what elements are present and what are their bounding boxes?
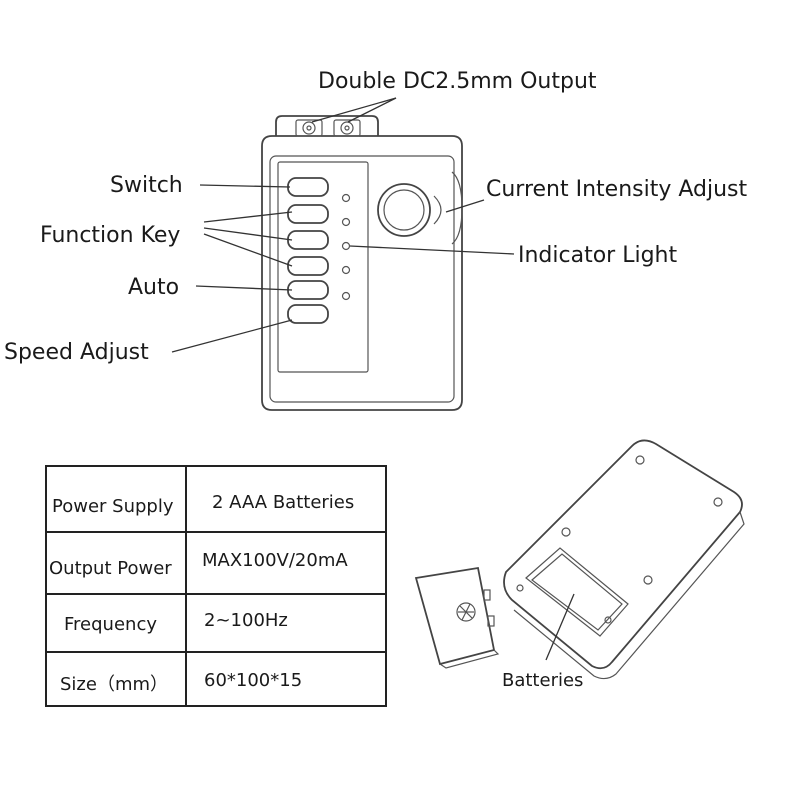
label-double-dc-output: Double DC2.5mm Output	[318, 69, 597, 94]
device-back-view	[503, 439, 745, 680]
switch-button[interactable]	[287, 177, 329, 197]
dc-output-jacks	[295, 119, 361, 137]
spec-label-size: Size（mm）	[60, 674, 168, 695]
auto-button[interactable]	[287, 280, 329, 300]
spec-label-frequency: Frequency	[64, 614, 157, 635]
indicator-lights	[341, 193, 351, 301]
screw-hole-4	[643, 575, 653, 585]
battery-cover-latch-icon	[456, 602, 476, 622]
indicator-light-1	[341, 193, 351, 203]
function-key-button-1[interactable]	[287, 204, 329, 224]
speed-adjust-button[interactable]	[287, 304, 329, 324]
indicator-light-3	[341, 241, 351, 251]
screw-hole-1	[635, 455, 645, 465]
label-batteries: Batteries	[502, 670, 583, 691]
label-function-key: Function Key	[40, 223, 180, 248]
spec-label-output-power: Output Power	[49, 558, 172, 579]
label-speed-adjust: Speed Adjust	[4, 340, 149, 365]
spec-value-power-supply: 2 AAA Batteries	[212, 492, 354, 513]
label-current-intensity-adjust: Current Intensity Adjust	[486, 177, 748, 202]
indicator-light-5	[341, 291, 351, 301]
dc-jack-2-icon	[340, 121, 354, 135]
spec-value-size: 60*100*15	[204, 670, 302, 691]
label-switch: Switch	[110, 173, 183, 198]
indicator-light-4	[341, 265, 351, 275]
function-key-button-2[interactable]	[287, 230, 329, 250]
spec-value-frequency: 2~100Hz	[204, 610, 288, 631]
spec-label-power-supply: Power Supply	[52, 496, 174, 517]
button-column	[287, 177, 329, 324]
callout-lines	[171, 97, 515, 353]
label-indicator-light: Indicator Light	[518, 243, 677, 268]
spec-value-output-power: MAX100V/20mA	[202, 550, 348, 571]
indicator-light-2	[341, 217, 351, 227]
screw-hole-3	[561, 527, 571, 537]
screw-hole-2	[713, 497, 723, 507]
label-auto: Auto	[128, 275, 179, 300]
battery-cover	[414, 566, 500, 669]
battery-compartment	[525, 547, 629, 637]
spec-table: Power Supply 2 AAA Batteries Output Powe…	[45, 465, 387, 707]
intensity-dial[interactable]	[377, 183, 442, 237]
dc-jack-1-icon	[302, 121, 316, 135]
function-key-button-3[interactable]	[287, 256, 329, 276]
